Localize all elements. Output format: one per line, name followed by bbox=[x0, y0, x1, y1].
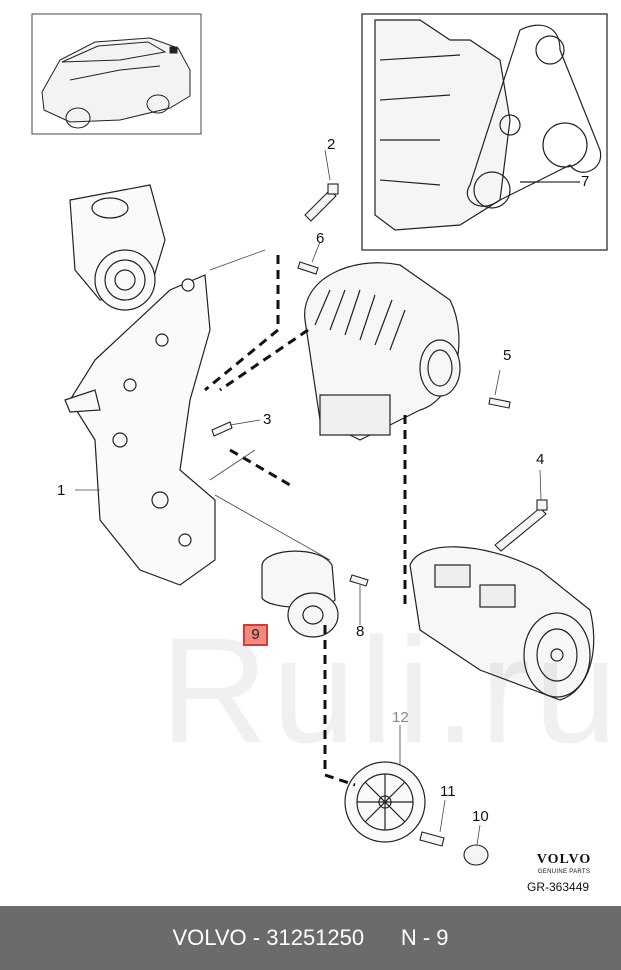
volvo-logo: VOLVO GENUINE PARTS bbox=[528, 852, 600, 875]
leader-lines bbox=[75, 149, 578, 846]
logo-subtitle: GENUINE PARTS bbox=[537, 869, 591, 875]
logo-brand: VOLVO bbox=[536, 852, 592, 867]
callout-8: 8 bbox=[356, 623, 365, 640]
idler-pulley bbox=[344, 761, 426, 843]
callout-7: 7 bbox=[581, 173, 590, 190]
alternator bbox=[304, 262, 461, 441]
footer-brand: VOLVO bbox=[172, 925, 247, 950]
callout-4: 4 bbox=[536, 451, 545, 468]
parts-diagram bbox=[31, 13, 608, 866]
callout-6: 6 bbox=[316, 230, 325, 247]
callout-11: 11 bbox=[440, 783, 456, 800]
footer-bar: VOLVO - 31251250 N - 9 bbox=[0, 906, 621, 970]
vehicle-thumbnail bbox=[31, 13, 202, 135]
bracket-part-1 bbox=[64, 274, 216, 586]
footer-position: N - 9 bbox=[400, 925, 449, 950]
callout-5: 5 bbox=[503, 347, 512, 364]
drive-belt-dashed bbox=[204, 255, 407, 787]
callout-12: 12 bbox=[392, 709, 409, 726]
footer-part-number: 31251250 bbox=[266, 925, 365, 950]
callout-2: 2 bbox=[327, 136, 336, 153]
bolts bbox=[211, 183, 548, 866]
reference-code: GR-363449 bbox=[527, 880, 590, 894]
engine-inset bbox=[361, 13, 608, 251]
callout-9-highlight[interactable]: 9 bbox=[243, 624, 268, 646]
steering-pump bbox=[69, 184, 166, 311]
callout-3: 3 bbox=[263, 411, 272, 428]
ac-compressor bbox=[409, 546, 595, 701]
callout-10: 10 bbox=[472, 808, 489, 825]
callout-1: 1 bbox=[57, 482, 66, 499]
watermark: Ruli.ru bbox=[160, 606, 621, 774]
